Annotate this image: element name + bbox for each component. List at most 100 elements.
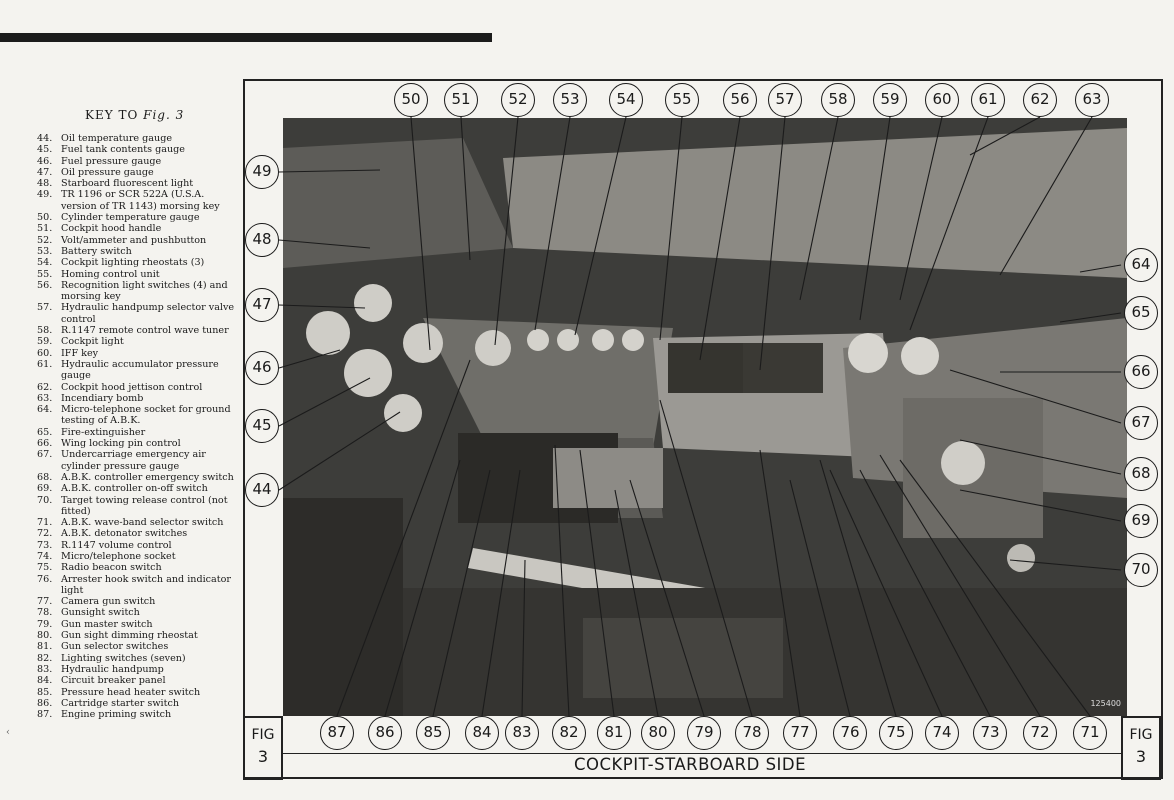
key-item-number: 83. [37, 663, 53, 675]
key-item-text: Gunsight switch [61, 607, 140, 619]
key-item-text: Homing control unit [61, 268, 160, 280]
callout-80: 80 [641, 716, 675, 750]
key-item-number: 48. [37, 178, 53, 190]
key-item: 51. Cockpit hood handle [37, 223, 237, 234]
key-item: 80.Gun sight dimming rheostat [37, 630, 237, 641]
key-item-number: 49. [37, 189, 53, 201]
key-item: 62. Cockpit hood jettison control [37, 382, 237, 393]
callout-84: 84 [465, 716, 499, 750]
key-item-text: Engine priming switch [61, 709, 172, 721]
key-item-number: 50. [37, 212, 53, 224]
key-item: 72.A.B.K. detonator switches [37, 528, 237, 539]
key-item-number: 71. [37, 517, 53, 529]
callout-50: 50 [394, 83, 428, 117]
callout-67: 67 [1124, 406, 1158, 440]
margin-mark: ‹ [6, 727, 10, 738]
callout-57: 57 [768, 83, 802, 117]
key-item-number: 51. [37, 223, 53, 235]
key-item: 46.Fuel pressure gauge [37, 156, 237, 167]
key-item: 87. Engine priming switch [37, 709, 237, 720]
key-item: 64.Micro-telephone socket for ground tes… [37, 404, 237, 427]
key-item-number: 45. [37, 144, 53, 156]
key-item-text: Gun sight dimming rheostat [61, 630, 198, 642]
key-item-text: Hydraulic accumulator pressure gauge [61, 358, 219, 382]
fig-label-text: FIG [1129, 727, 1153, 743]
key-item-text: Cockpit hood jettison control [61, 381, 203, 393]
key-item-number: 62. [37, 381, 53, 393]
callout-86: 86 [368, 716, 402, 750]
key-item-number: 73. [37, 539, 53, 551]
key-item-number: 64. [37, 404, 53, 416]
key-item: 52. Volt/ammeter and pushbutton [37, 235, 237, 246]
key-item-number: 78. [37, 607, 53, 619]
key-item-text: Starboard fluorescent light [61, 178, 194, 190]
callout-53: 53 [553, 83, 587, 117]
key-item-text: Battery switch [61, 245, 132, 257]
key-item-number: 81. [37, 641, 53, 653]
key-item-text: Hydraulic handpump [61, 663, 164, 675]
callout-58: 58 [821, 83, 855, 117]
key-item-number: 87. [37, 709, 53, 721]
key-item: 48. Starboard fluorescent light [37, 178, 237, 189]
key-item: 65.Fire-extinguisher [37, 427, 237, 438]
key-item: 67.Undercarriage emergency air cylinder … [37, 449, 237, 472]
key-item-number: 68. [37, 471, 53, 483]
key-item-number: 52. [37, 234, 53, 246]
key-item-text: Hydraulic handpump selector valve contro… [61, 302, 235, 325]
key-item-text: Oil temperature gauge [61, 133, 173, 144]
callout-45: 45 [245, 409, 279, 443]
key-item-text: Cockpit hood handle [61, 223, 162, 235]
key-item-number: 85. [37, 686, 53, 698]
key-item-number: 61. [37, 358, 53, 370]
key-item: 85.Pressure head heater switch [37, 687, 237, 698]
callout-61: 61 [971, 83, 1005, 117]
key-item: 78. Gunsight switch [37, 607, 237, 618]
callout-60: 60 [925, 83, 959, 117]
key-item-number: 75. [37, 562, 53, 574]
key-item: 63. Incendiary bomb [37, 393, 237, 404]
callout-56: 56 [723, 83, 757, 117]
callout-46: 46 [245, 351, 279, 385]
key-item-text: Incendiary bomb [61, 392, 144, 404]
key-item-number: 55. [37, 268, 53, 280]
key-item-number: 44. [37, 133, 53, 144]
key-item: 60. IFF key [37, 348, 237, 359]
key-item: 56.Recognition light switches (4) and mo… [37, 280, 237, 303]
key-item-number: 82. [37, 652, 53, 664]
callout-79: 79 [687, 716, 721, 750]
fig-label-right: FIG 3 [1121, 716, 1161, 780]
key-item: 57.Hydraulic handpump selector valve con… [37, 302, 237, 325]
callout-64: 64 [1124, 248, 1158, 282]
key-item-number: 63. [37, 392, 53, 404]
callout-83: 83 [505, 716, 539, 750]
key-item-text: Gun selector switches [61, 641, 169, 653]
callout-85: 85 [416, 716, 450, 750]
callout-44: 44 [245, 473, 279, 507]
key-item-text: IFF key [61, 347, 99, 359]
key-item-text: Lighting switches (seven) [61, 652, 186, 664]
key-item-text: Volt/ammeter and pushbutton [61, 234, 207, 246]
key-item-text: A.B.K. controller on-off switch [61, 483, 208, 495]
key-item-text: Cartridge starter switch [61, 697, 180, 709]
key-item-text: Radio beacon switch [61, 562, 162, 574]
key-item-number: 84. [37, 675, 53, 687]
key-title: KEY TO Fig. 3 [85, 108, 184, 122]
key-item-number: 58. [37, 325, 53, 337]
callout-82: 82 [552, 716, 586, 750]
photo-reference-number: 125400 [1090, 699, 1121, 708]
fig-number: 3 [1135, 747, 1147, 766]
key-item-number: 74. [37, 550, 53, 562]
key-item-number: 86. [37, 697, 53, 709]
key-item: 44. Oil temperature gauge [37, 133, 237, 144]
callout-52: 52 [501, 83, 535, 117]
key-item-text: Circuit breaker panel [61, 675, 166, 687]
key-item-number: 60. [37, 347, 53, 359]
key-title-fig: Fig. 3 [143, 108, 185, 122]
key-item-text: Camera gun switch [61, 596, 156, 608]
callout-78: 78 [735, 716, 769, 750]
key-item-text: Fuel tank contents gauge [61, 144, 185, 156]
key-item: 86. Cartridge starter switch [37, 698, 237, 709]
key-item: 77.Camera gun switch [37, 596, 237, 607]
key-item-text: Oil pressure gauge [61, 166, 154, 178]
key-item: 69.A.B.K. controller on-off switch [37, 483, 237, 494]
